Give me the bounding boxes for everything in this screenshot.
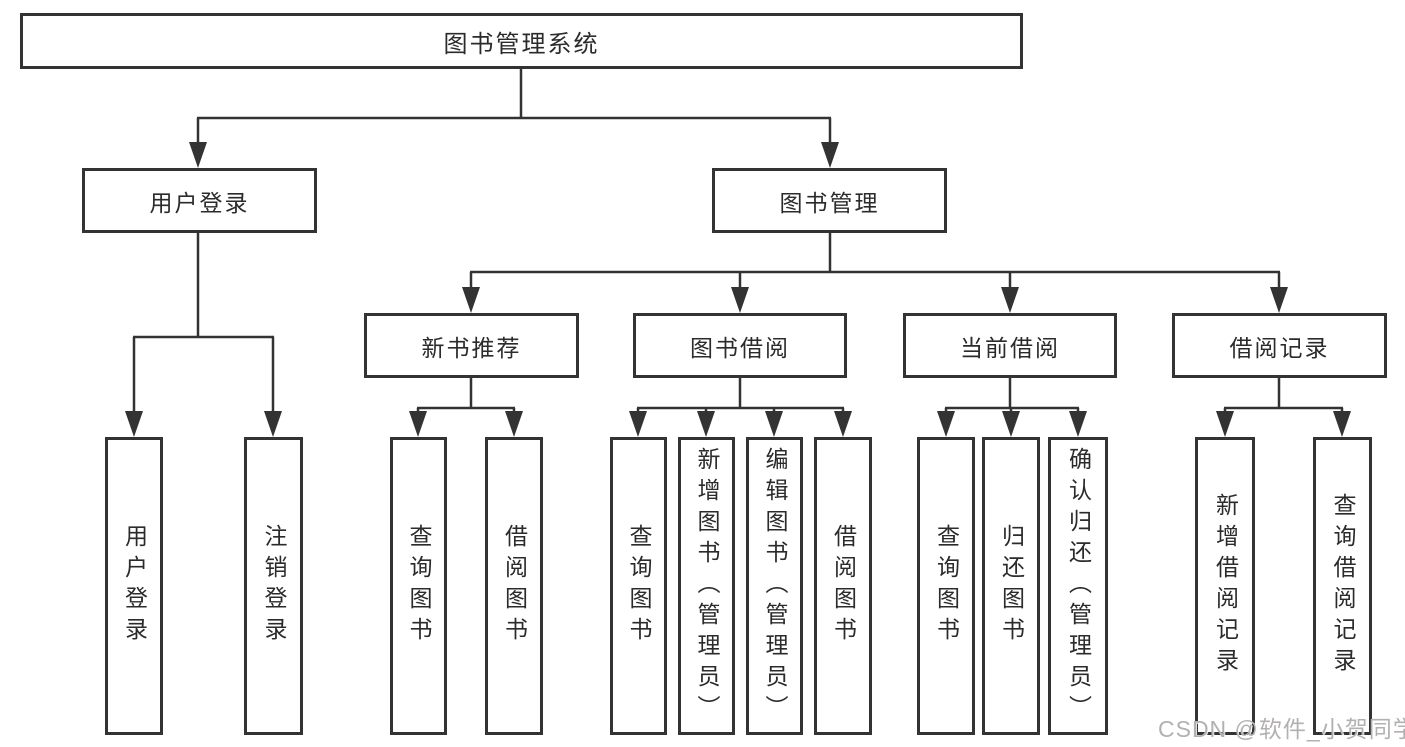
leaf-query-books-3: 查询图书 [917,437,975,735]
leaf-user-login: 用户登录 [105,437,163,735]
node-book-borrowing: 图书借阅 [633,313,847,378]
leaf-query-books-2-label: 查询图书 [626,524,652,648]
leaf-borrow-books-2: 借阅图书 [814,437,872,735]
leaf-add-borrow-record: 新增借阅记录 [1195,437,1255,735]
node-library-management-system: 图书管理系统 [20,13,1023,69]
leaf-query-books-1: 查询图书 [390,437,447,735]
leaf-add-borrow-record-label: 新增借阅记录 [1212,493,1239,679]
leaf-borrow-books-1: 借阅图书 [485,437,543,735]
leaf-query-books-1-label: 查询图书 [406,524,432,648]
leaf-query-books-3-label: 查询图书 [933,524,960,648]
node-borrowing-records: 借阅记录 [1172,313,1387,378]
leaf-confirm-return-admin: 确认归还（管理员） [1048,437,1108,735]
leaf-query-borrow-record: 查询借阅记录 [1313,437,1372,735]
leaf-edit-books-admin-label: 编辑图书（管理员） [762,446,788,726]
node-new-book-recommendation: 新书推荐 [364,313,579,378]
node-current-borrowing: 当前借阅 [903,313,1117,378]
node-user-login: 用户登录 [82,168,317,233]
leaf-query-borrow-record-label: 查询借阅记录 [1330,493,1356,679]
leaf-borrow-books-2-label: 借阅图书 [830,524,857,648]
leaf-borrow-books-1-label: 借阅图书 [501,524,528,648]
leaf-return-books-label: 归还图书 [998,524,1025,648]
leaf-add-books-admin: 新增图书（管理员） [678,437,735,735]
leaf-query-books-2: 查询图书 [610,437,667,735]
leaf-logout: 注销登录 [244,437,303,735]
leaf-user-login-label: 用户登录 [121,524,148,648]
leaf-confirm-return-admin-label: 确认归还（管理员） [1065,446,1092,726]
node-book-management: 图书管理 [712,168,947,233]
leaf-logout-label: 注销登录 [261,524,287,648]
leaf-add-books-admin-label: 新增图书（管理员） [694,446,720,726]
arrowheads [125,142,1351,437]
leaf-edit-books-admin: 编辑图书（管理员） [746,437,803,735]
leaf-return-books: 归还图书 [982,437,1040,735]
